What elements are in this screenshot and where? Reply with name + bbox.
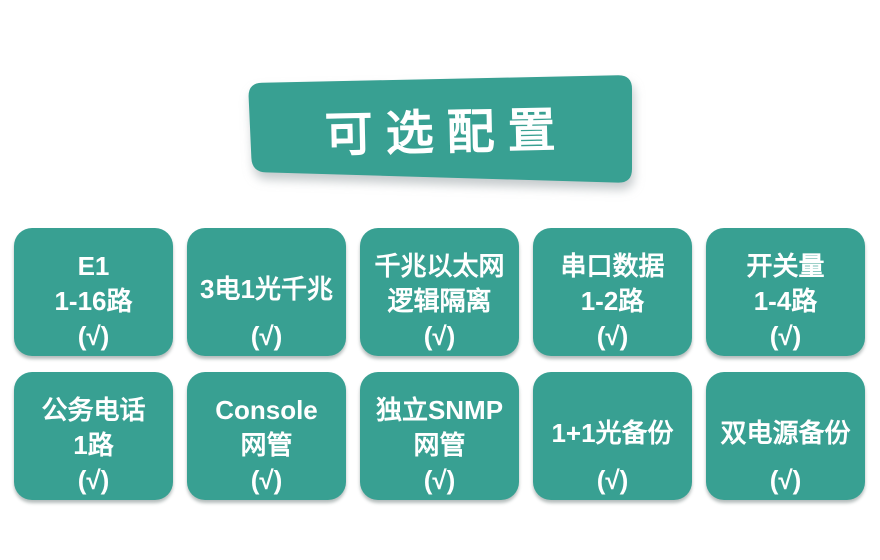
- card-line: 网管: [240, 430, 293, 460]
- card-line: 逻辑隔离: [387, 286, 492, 316]
- check-mark: (√): [77, 321, 110, 351]
- card-optical-backup: 1+1光备份 (√): [533, 372, 692, 500]
- check-mark: (√): [596, 321, 629, 351]
- card-line: Console: [215, 395, 318, 425]
- card-line: 千兆以太网: [374, 251, 505, 281]
- check-mark: (√): [769, 465, 802, 495]
- card-line: 独立SNMP: [375, 395, 504, 425]
- check-mark: (√): [250, 465, 283, 495]
- card-voice-phone: 公务电话 1路 (√): [14, 372, 173, 500]
- card-3elec-1optical-gigabit: 3电1光千兆 (√): [187, 228, 346, 356]
- card-e1-channels: E1 1-16路 (√): [14, 228, 173, 356]
- card-line: 网管: [413, 430, 466, 460]
- card-dual-power-backup: 双电源备份 (√): [706, 372, 865, 500]
- card-line: 1路: [73, 430, 114, 460]
- card-line: 串口数据: [560, 251, 665, 281]
- banner-shape: [248, 75, 632, 183]
- check-mark: (√): [423, 465, 456, 495]
- banner-background: [248, 75, 632, 183]
- page-title: 可选配置: [324, 103, 570, 162]
- card-switch-quantity: 开关量 1-4路 (√): [706, 228, 865, 356]
- card-console-management: Console 网管 (√): [187, 372, 346, 500]
- card-line: E1: [77, 251, 110, 281]
- check-mark: (√): [77, 465, 110, 495]
- check-mark: (√): [250, 321, 283, 351]
- card-gigabit-ethernet-isolation: 千兆以太网 逻辑隔离 (√): [360, 228, 519, 356]
- card-line: 1-2路: [580, 286, 645, 316]
- card-snmp-management: 独立SNMP 网管 (√): [360, 372, 519, 500]
- card-line: 1-16路: [54, 286, 133, 316]
- card-line: 3电1光千兆: [200, 274, 333, 304]
- card-line: 开关量: [746, 251, 825, 281]
- card-line: 1-4路: [753, 286, 818, 316]
- card-line: 双电源备份: [720, 418, 851, 448]
- config-grid: E1 1-16路 (√) 3电1光千兆 (√) 千兆以太网 逻辑隔离 (√) 串…: [14, 228, 865, 500]
- card-line: 公务电话: [41, 395, 146, 425]
- check-mark: (√): [769, 321, 802, 351]
- check-mark: (√): [423, 321, 456, 351]
- check-mark: (√): [596, 465, 629, 495]
- card-line: 1+1光备份: [551, 418, 674, 448]
- card-serial-data: 串口数据 1-2路 (√): [533, 228, 692, 356]
